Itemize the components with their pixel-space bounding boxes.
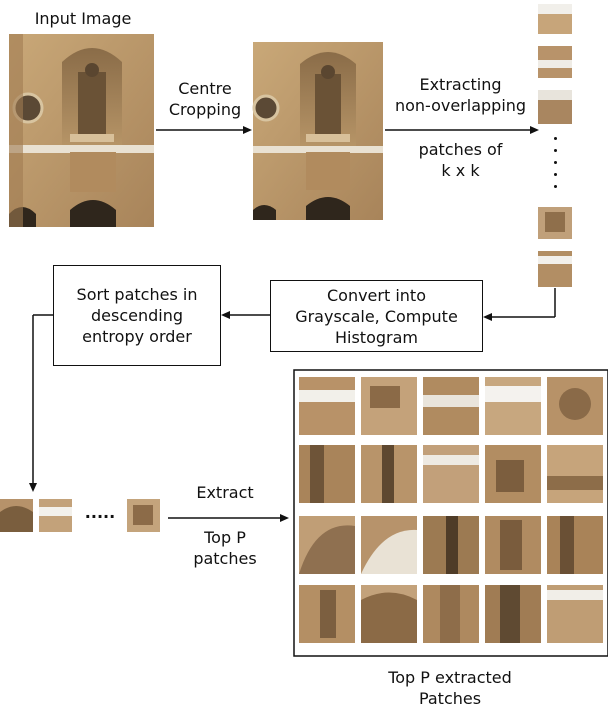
column-dot-4 xyxy=(554,173,557,176)
extract-label: Extract xyxy=(196,483,254,502)
top-patches-frame xyxy=(293,369,608,657)
top-patches-grid xyxy=(299,377,603,643)
cropped-facade-image xyxy=(252,42,383,220)
column-dot-2 xyxy=(554,149,557,152)
column-dot-1 xyxy=(554,137,557,140)
input-image-label: Input Image xyxy=(34,9,132,28)
convert-grayscale-text: Convert into Grayscale, Compute Histogra… xyxy=(295,285,458,347)
sort-entropy-text: Sort patches in descending entropy order xyxy=(76,285,198,346)
ellipsis-label: ..... xyxy=(84,503,116,522)
column-dot-5 xyxy=(554,185,557,188)
top-p-patches-label: Top P patches xyxy=(193,528,257,568)
sort-entropy-box: Sort patches in descending entropy order xyxy=(53,265,221,366)
patch-size-label: patches of k x k xyxy=(418,140,503,180)
top-p-caption: Top P extracted Patches xyxy=(388,668,512,708)
input-facade-image xyxy=(9,34,154,227)
column-dot-3 xyxy=(554,161,557,164)
convert-grayscale-box: Convert into Grayscale, Compute Histogra… xyxy=(270,280,483,352)
extracting-label: Extracting non-overlapping xyxy=(394,75,527,115)
centre-cropping-label: Centre Cropping xyxy=(168,79,242,119)
patch-column xyxy=(538,4,572,287)
